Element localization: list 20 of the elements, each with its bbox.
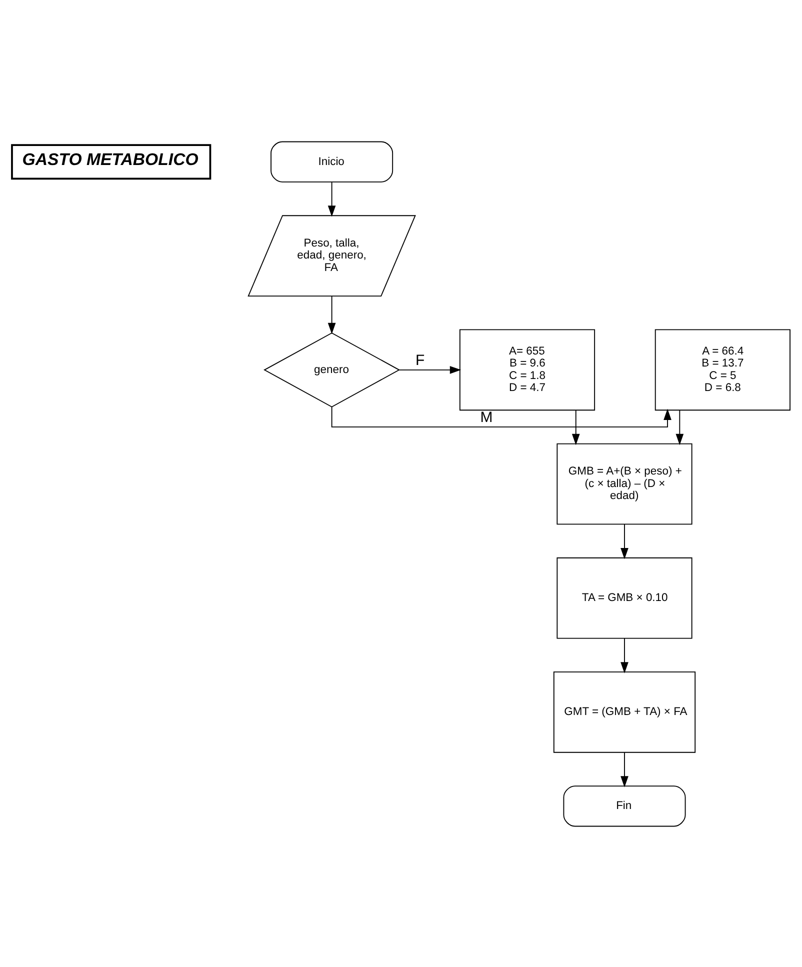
node-box: A = 66.4 B = 13.7 C = 5 D = 6.8 — [654, 328, 790, 410]
arrow — [620, 752, 628, 787]
edge-label: F — [415, 352, 425, 369]
node-box: GMB = A+(B × peso) + (c × talla) – (D × edad) — [556, 442, 692, 524]
node-box: TA = GMB × 0.10 — [556, 556, 692, 638]
node-box: A= 655 B = 9.6 C = 1.8 D = 4.7 — [459, 328, 596, 410]
arrow — [398, 365, 462, 374]
arrow — [572, 409, 580, 445]
node-box: GMT = (GMB + TA) × FA — [553, 671, 696, 752]
node-diamond: genero — [264, 332, 400, 407]
arrow — [331, 406, 672, 427]
node-box: Fin — [563, 785, 686, 826]
edge-label: M — [480, 408, 493, 426]
arrow — [620, 523, 628, 559]
node-box: GASTO METABOLICO — [11, 144, 212, 180]
node-box: Inicio — [270, 140, 394, 182]
arrow — [676, 409, 684, 445]
arrow — [328, 295, 336, 334]
arrow — [328, 181, 336, 216]
arrow — [620, 637, 628, 673]
